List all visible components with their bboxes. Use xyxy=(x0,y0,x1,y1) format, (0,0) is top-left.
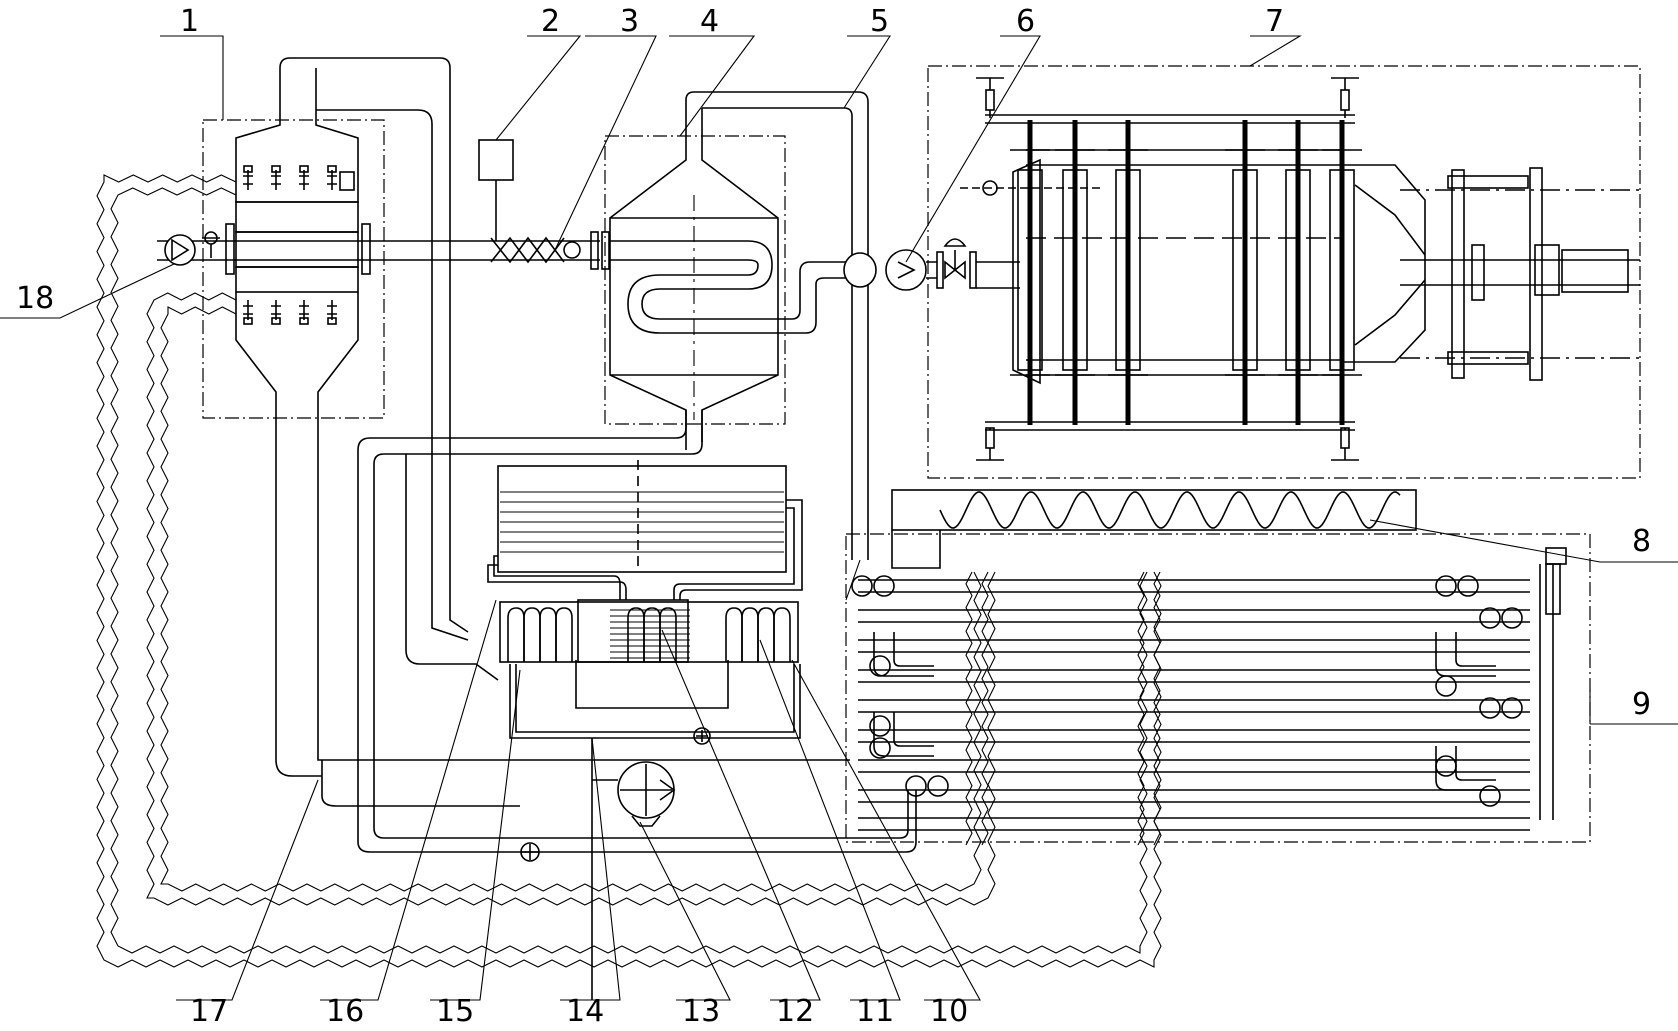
component-9-belt-dryer xyxy=(845,533,1591,846)
component-8-screw-conveyor xyxy=(891,489,1417,569)
label-12: 12 xyxy=(776,994,814,1029)
component-6-fan xyxy=(843,238,1020,291)
outer-wavy-duct xyxy=(96,174,1162,968)
label-14: 14 xyxy=(566,994,604,1029)
component-1-filter-housing xyxy=(202,57,850,777)
label-4: 4 xyxy=(700,4,719,39)
label-1: 1 xyxy=(180,4,199,39)
label-5: 5 xyxy=(870,4,889,39)
label-16: 16 xyxy=(326,994,364,1029)
label-7: 7 xyxy=(1265,4,1284,39)
label-8: 8 xyxy=(1632,524,1651,559)
component-18-valve xyxy=(164,231,220,266)
leader-lines xyxy=(0,35,1678,1001)
label-6: 6 xyxy=(1016,4,1035,39)
label-18: 18 xyxy=(16,281,54,316)
component-4-heat-exchanger xyxy=(604,91,869,560)
callout-labels: 1 2 3 4 5 6 7 8 9 10 11 12 13 14 15 16 1… xyxy=(16,4,1651,1029)
component-7-filter-press xyxy=(927,65,1641,479)
label-15: 15 xyxy=(436,994,474,1029)
label-11: 11 xyxy=(856,994,894,1029)
label-2: 2 xyxy=(541,4,560,39)
label-10: 10 xyxy=(930,994,968,1029)
label-17: 17 xyxy=(190,994,228,1029)
label-3: 3 xyxy=(620,4,639,39)
heat-recovery-unit xyxy=(487,460,803,745)
label-13: 13 xyxy=(682,994,720,1029)
label-9: 9 xyxy=(1632,687,1651,722)
main-pipe xyxy=(157,139,610,270)
connecting-pipes xyxy=(321,410,917,1000)
